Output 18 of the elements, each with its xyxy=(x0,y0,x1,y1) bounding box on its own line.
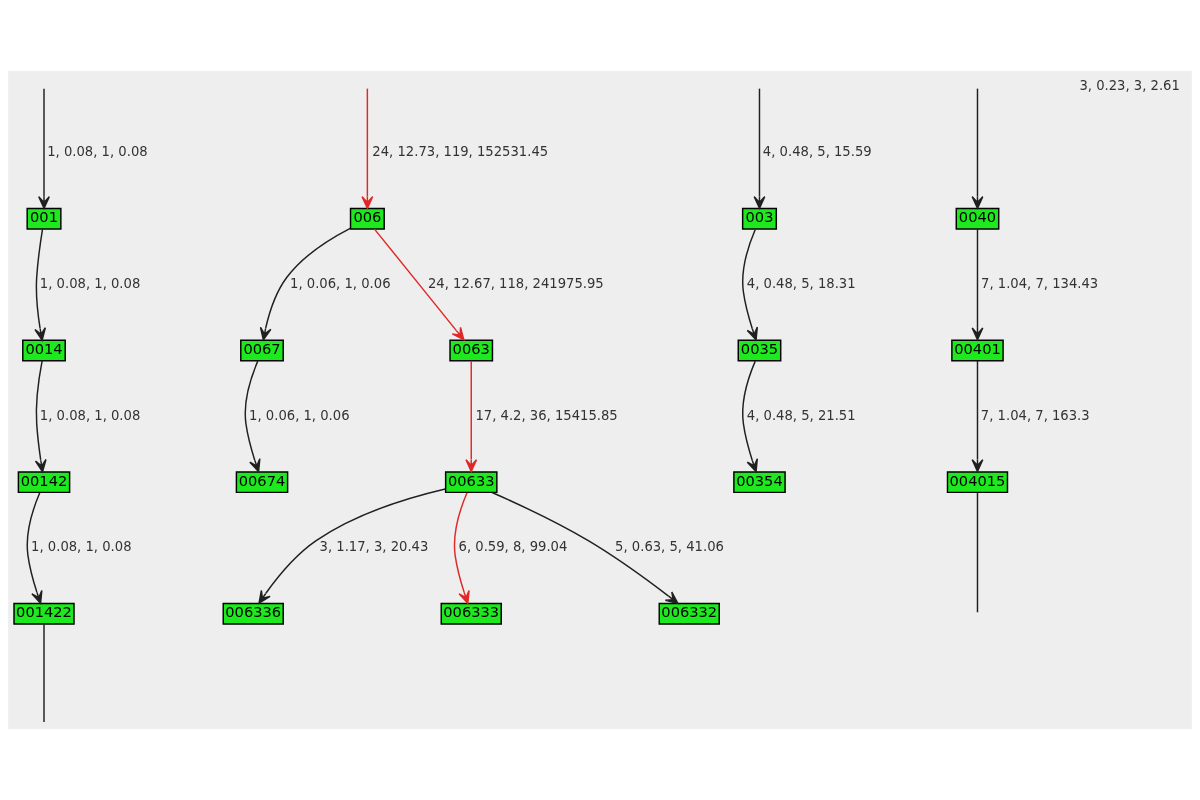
edge-label: 1, 0.08, 1, 0.08 xyxy=(39,275,141,291)
edge-label: 7, 1.04, 7, 134.43 xyxy=(981,275,1099,291)
label: 3, 0.23, 3, 2.61 xyxy=(1079,78,1180,94)
edge-label: 17, 4.2, 36, 15415.85 xyxy=(475,407,618,423)
edge-label: 1, 0.06, 1, 0.06 xyxy=(249,407,350,423)
edge-label: 4, 0.48, 5, 15.59 xyxy=(762,144,872,160)
edge-label: 1, 0.08, 1, 0.08 xyxy=(39,407,141,423)
edge-label: 7, 1.04, 7, 163.3 xyxy=(980,407,1090,423)
edge-label: 3, 1.17, 3, 20.43 xyxy=(319,539,429,555)
edge-label: 1, 0.08, 1, 0.08 xyxy=(31,539,132,555)
edge-label: 1, 0.08, 1, 0.08 xyxy=(47,144,148,160)
edge-label: 4, 0.48, 5, 18.31 xyxy=(746,275,856,291)
edge-label: 24, 12.67, 118, 241975.95 xyxy=(427,275,604,291)
edge-label: 6, 0.59, 8, 99.04 xyxy=(458,539,568,555)
edge-label: 1, 0.06, 1, 0.06 xyxy=(290,275,391,291)
edge-label: 5, 0.63, 5, 41.06 xyxy=(615,539,724,555)
edge-label: 24, 12.73, 119, 152531.45 xyxy=(372,144,549,160)
edge-label: 4, 0.48, 5, 21.51 xyxy=(746,407,856,423)
